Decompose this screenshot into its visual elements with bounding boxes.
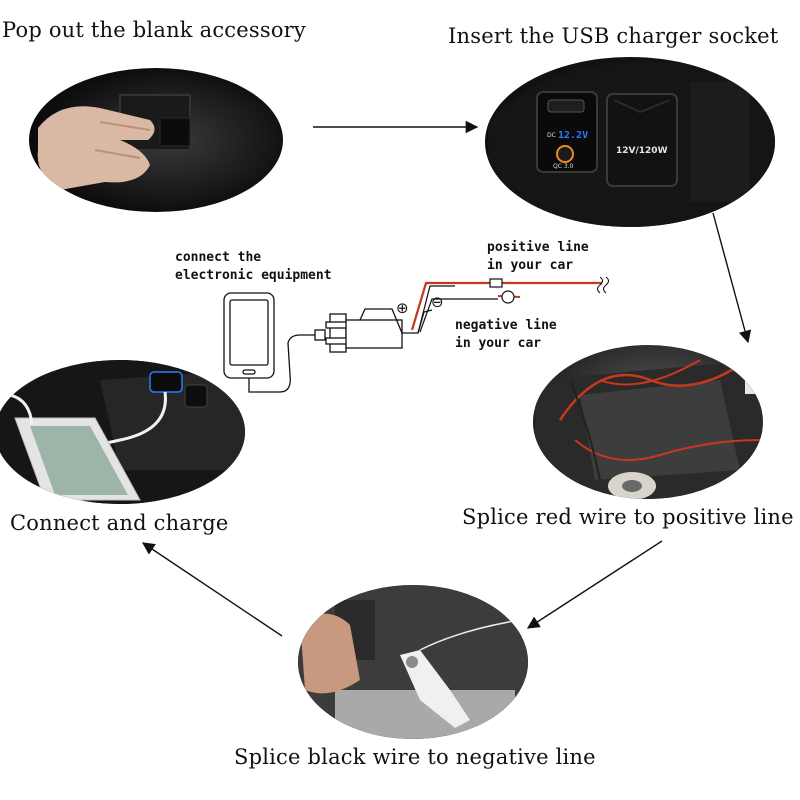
voltmeter-readout: 12.2V [558,130,588,141]
photo-pop-out-blank [29,68,283,212]
phone-icon [223,292,275,379]
equipment-label-line1: connect the [175,250,262,265]
usb-cable [248,334,315,393]
ring-terminal [501,290,515,304]
photo-splice-black-wire [298,585,528,739]
step-3-label: Splice red wire to positive line [462,505,794,529]
wire-black-negative [419,298,498,333]
step-1-label: Pop out the blank accessory [2,18,306,42]
wire-red-positive-black [417,285,455,334]
minus-symbol: ⊖ [431,293,444,311]
step-2-label: Insert the USB charger socket [448,24,779,48]
equipment-label-line2: electronic equipment [175,268,332,283]
usb-plug [314,329,326,341]
arrow-step2-to-step3 [712,212,752,344]
photo-usb-socket: DC 12.2V QC 3.0 12V/120W [485,57,775,227]
arrow-step4-to-step5 [141,542,283,637]
plus-symbol: ⊕ [396,299,409,317]
photo-splice-red-wire [533,345,763,499]
step-4-label: Splice black wire to negative line [234,745,596,769]
positive-line-label: positive line in your car [487,239,589,275]
socket-dc-label: DC [547,132,556,139]
photo-connect-charge [0,360,245,504]
negative-label-line1: negative line [455,318,557,333]
flow-arrows [141,120,752,637]
negative-label-line2: in your car [455,336,542,351]
socket-rating-label: 12V/120W [616,146,668,156]
positive-label-line1: positive line [487,240,589,255]
negative-line-label: negative line in your car [455,317,557,353]
wire-black-to-plus [359,308,403,334]
arrow-step3-to-step4 [526,540,663,629]
wire-red-positive [410,281,490,331]
wire-squiggle [596,276,610,294]
inline-fuse [489,278,503,288]
step-5-label: Connect and charge [10,511,229,535]
positive-label-line2: in your car [487,258,574,273]
wiring-schematic [223,276,610,393]
charger-socket-icon [325,313,403,353]
equipment-label: connect the electronic equipment [175,249,332,285]
socket-qc-label: QC 3.0 [553,163,574,170]
